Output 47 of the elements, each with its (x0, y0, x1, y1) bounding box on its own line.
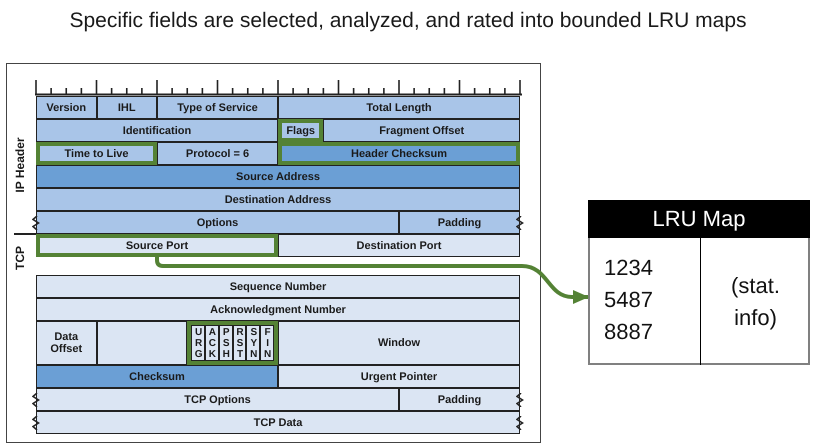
highlight-frame (36, 142, 157, 165)
section-label: IP Header (13, 137, 27, 193)
header-field: Identification (36, 119, 278, 142)
key-value: 5487 (604, 286, 653, 314)
title: Specific fields are selected, analyzed, and rated into bounded LRU maps (69, 8, 747, 34)
table-title: LRU Map (588, 200, 810, 238)
header-field: Sequence Number (36, 275, 520, 298)
flag-bit-field: RST (232, 325, 246, 361)
header-field: Source Port (40, 238, 274, 253)
header-field: Data Offset (36, 321, 96, 365)
header-field: Version (36, 96, 96, 119)
flag-bit-field: ACK (205, 325, 219, 361)
header-field: IHL (96, 96, 157, 119)
header-field: Protocol = 6 (157, 142, 278, 165)
stat-info-text: (stat. info) (730, 272, 781, 332)
header-field: Window (278, 321, 520, 365)
header-field: Urgent Pointer (278, 365, 520, 388)
header-field: Destination Port (278, 234, 520, 257)
reserved-field (96, 321, 188, 365)
section-label: TCP (13, 246, 27, 270)
flag-bit-field: PSH (218, 325, 233, 361)
header-field: TCP Data (36, 411, 520, 434)
header-field: Flags (282, 123, 320, 138)
header-field: Acknowledgment Number (36, 298, 520, 321)
key-value: 1234 (604, 254, 653, 282)
flag-bit-field: FIN (260, 325, 274, 361)
header-field: TCP Options (36, 388, 399, 411)
header-field: Time to Live (40, 146, 153, 161)
highlight-frame (187, 321, 278, 365)
header-field: Padding (399, 211, 520, 234)
header-field: Options (36, 211, 399, 234)
flag-bit-field: URG (191, 325, 206, 361)
header-field: Padding (399, 388, 520, 411)
arrow (155, 256, 589, 304)
header-field: Destination Address (36, 188, 520, 211)
lru-map-table (588, 200, 810, 365)
header-field: Source Address (36, 165, 520, 188)
header-field: Checksum (36, 365, 278, 388)
highlight-frame (36, 234, 278, 257)
header-field: Type of Service (157, 96, 278, 119)
highlight-frame (278, 119, 324, 142)
header-field: Total Length (278, 96, 520, 119)
highlight-frame (278, 142, 520, 165)
header-field: Header Checksum (282, 146, 516, 161)
header-field: Fragment Offset (323, 119, 520, 142)
flag-bit-field: SYN (246, 325, 260, 361)
key-value: 8887 (604, 318, 653, 346)
